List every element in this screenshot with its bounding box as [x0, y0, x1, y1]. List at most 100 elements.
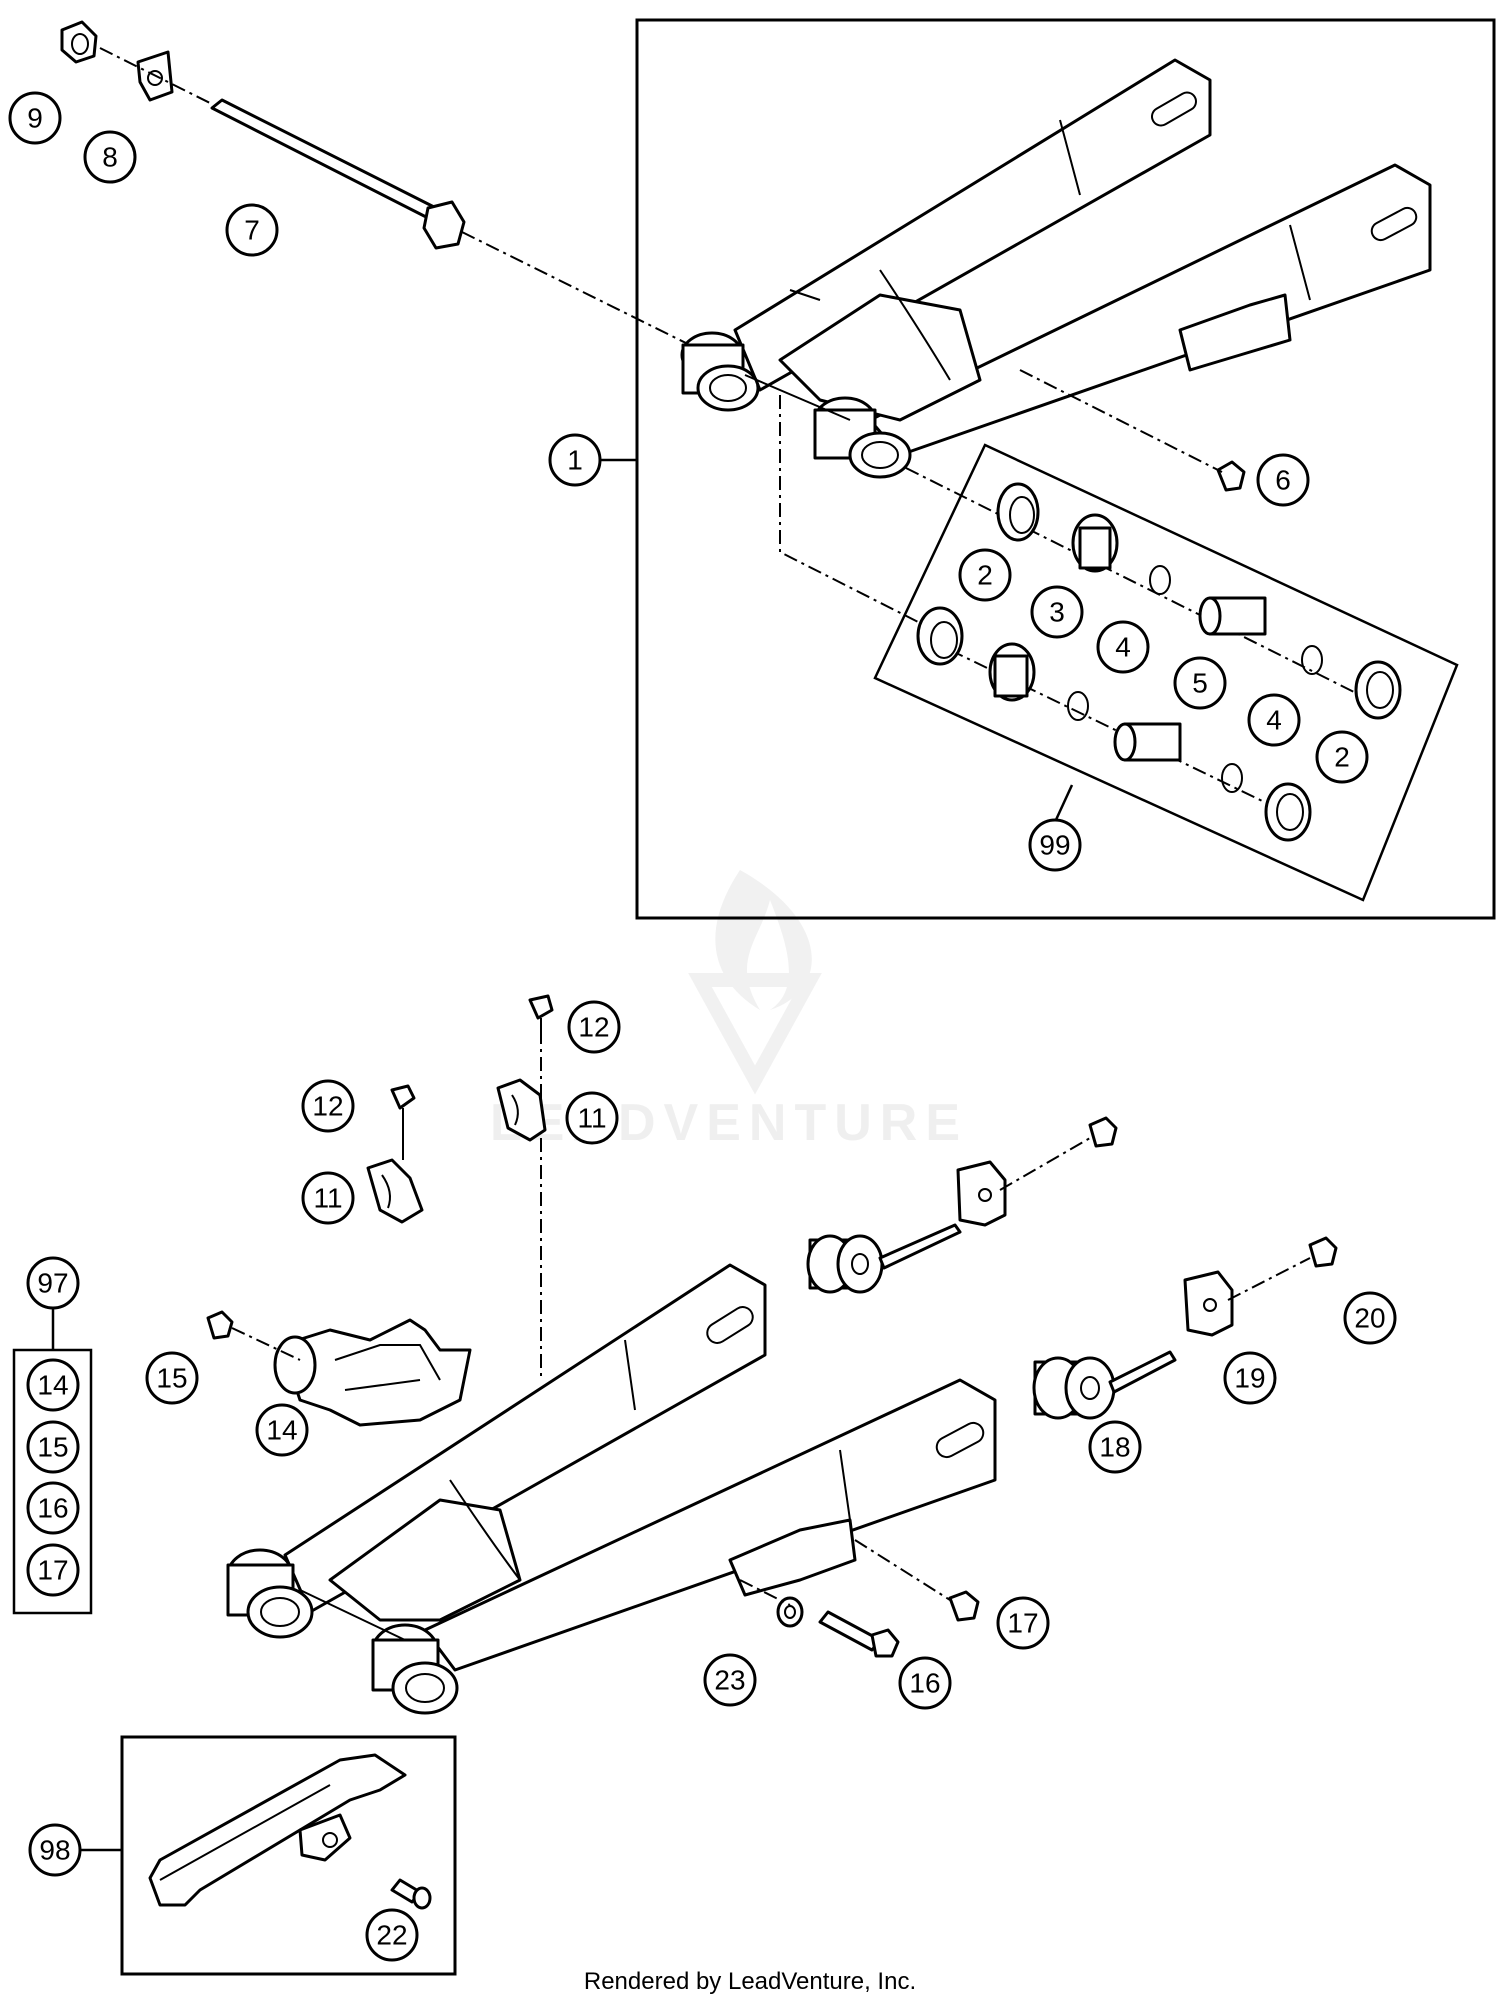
svg-text:11: 11 — [577, 1103, 606, 1134]
svg-text:17: 17 — [37, 1555, 68, 1586]
callout-12-a: 12 — [567, 1000, 621, 1054]
callout-99-leader — [1053, 784, 1074, 823]
bearing-kit-frame — [873, 443, 1459, 902]
bolt-17 — [948, 1590, 980, 1622]
callout-6: 6 — [1256, 453, 1310, 507]
callout-1: 1 — [548, 433, 602, 487]
leader-20 — [1227, 1257, 1311, 1301]
watermark-text: LEADVENTURE — [490, 1094, 968, 1152]
bolt-6 — [1216, 460, 1246, 492]
svg-text:99: 99 — [1039, 830, 1070, 861]
callout-12-b: 12 — [301, 1079, 355, 1133]
svg-text:15: 15 — [37, 1432, 68, 1463]
render-credit: Rendered by LeadVenture, Inc. — [583, 1968, 917, 1995]
bracket-19 — [1183, 1270, 1234, 1337]
svg-text:9: 9 — [27, 103, 43, 134]
callout-8: 8 — [83, 130, 137, 184]
callout-15: 15 — [145, 1351, 199, 1405]
svg-text:12: 12 — [578, 1012, 609, 1043]
svg-text:14: 14 — [266, 1415, 297, 1446]
nut-20 — [1308, 1236, 1338, 1268]
axle-7 — [210, 98, 466, 250]
bolt-12-lower — [390, 1084, 416, 1160]
svg-text:17: 17 — [1007, 1608, 1038, 1639]
callout-97-item-16: 16 — [26, 1481, 80, 1535]
bearing-kit-parts — [779, 395, 1402, 842]
bolt-16 — [818, 1610, 900, 1658]
svg-text:16: 16 — [909, 1668, 940, 1699]
svg-text:5: 5 — [1192, 668, 1208, 699]
rubber-mount-18 — [1032, 1350, 1177, 1420]
svg-text:97: 97 — [37, 1268, 68, 1299]
callout-97: 97 — [26, 1256, 80, 1310]
svg-text:1: 1 — [567, 445, 583, 476]
callout-22: 22 — [365, 1908, 419, 1962]
callout-16: 16 — [898, 1656, 952, 1710]
callout-11-b: 11 — [301, 1171, 355, 1225]
leader-16 — [739, 1579, 791, 1606]
leader-upper-nut — [999, 1137, 1091, 1191]
svg-text:22: 22 — [376, 1920, 407, 1951]
callout-4-a: 4 — [1096, 620, 1150, 674]
clamp-11-upper — [496, 1078, 547, 1142]
callout-5: 5 — [1173, 656, 1227, 710]
svg-text:12: 12 — [312, 1091, 343, 1122]
svg-text:18: 18 — [1099, 1432, 1130, 1463]
svg-text:15: 15 — [156, 1363, 187, 1394]
svg-text:11: 11 — [313, 1183, 342, 1214]
callout-97-item-14: 14 — [26, 1358, 80, 1412]
callout-2-b: 2 — [1315, 730, 1369, 784]
svg-text:8: 8 — [102, 142, 118, 173]
leader-7-1 — [461, 231, 701, 351]
callout-97-item-17: 17 — [26, 1543, 80, 1597]
nut-upper — [1088, 1116, 1118, 1148]
callout-4-b: 4 — [1247, 693, 1301, 747]
callout-19: 19 — [1223, 1351, 1277, 1405]
bracket-upper — [956, 1160, 1007, 1227]
svg-text:4: 4 — [1115, 632, 1131, 663]
rubber-mount-upper — [806, 1223, 962, 1294]
clamp-11-lower — [366, 1158, 424, 1224]
leader-9-7 — [99, 47, 213, 105]
svg-text:20: 20 — [1354, 1303, 1385, 1334]
svg-text:14: 14 — [37, 1370, 68, 1401]
callout-14: 14 — [255, 1403, 309, 1457]
leadventure-watermark-logo: LEADVENTURE — [490, 870, 968, 1152]
callout-7: 7 — [225, 203, 279, 257]
svg-text:98: 98 — [39, 1835, 70, 1866]
chain-slider-98 — [148, 1753, 407, 1907]
callout-18: 18 — [1088, 1420, 1142, 1474]
callout-97-item-15: 15 — [26, 1420, 80, 1474]
svg-text:3: 3 — [1049, 597, 1065, 628]
swingarm-1 — [680, 58, 1432, 479]
callout-11-a: 11 — [565, 1091, 619, 1145]
svg-text:23: 23 — [714, 1665, 745, 1696]
leader-15 — [231, 1327, 301, 1361]
svg-text:19: 19 — [1234, 1363, 1265, 1394]
callout-17: 17 — [996, 1596, 1050, 1650]
washer-23 — [776, 1596, 804, 1628]
callout-3: 3 — [1030, 585, 1084, 639]
svg-text:7: 7 — [244, 215, 260, 246]
chain-guide-kit-frame — [120, 1735, 457, 1976]
svg-text:6: 6 — [1275, 465, 1291, 496]
chain-guide-14 — [273, 1318, 472, 1427]
callout-98: 98 — [28, 1823, 82, 1877]
callout-20: 20 — [1343, 1291, 1397, 1345]
screw-22 — [390, 1878, 432, 1910]
callout-9: 9 — [8, 91, 62, 145]
bolt-12-upper — [528, 994, 554, 1030]
callout-2-a: 2 — [958, 548, 1012, 602]
nut-9 — [60, 20, 98, 64]
swingarm-detail-frame — [635, 18, 1496, 920]
swingarm-bottom — [226, 1263, 997, 1715]
svg-text:16: 16 — [37, 1493, 68, 1524]
svg-text:2: 2 — [977, 560, 993, 591]
nut-15 — [206, 1310, 234, 1340]
leader-17 — [854, 1539, 951, 1601]
callout-99: 99 — [1028, 818, 1082, 872]
svg-text:4: 4 — [1266, 705, 1282, 736]
leader-6 — [1019, 369, 1223, 473]
callout-23: 23 — [703, 1653, 757, 1707]
